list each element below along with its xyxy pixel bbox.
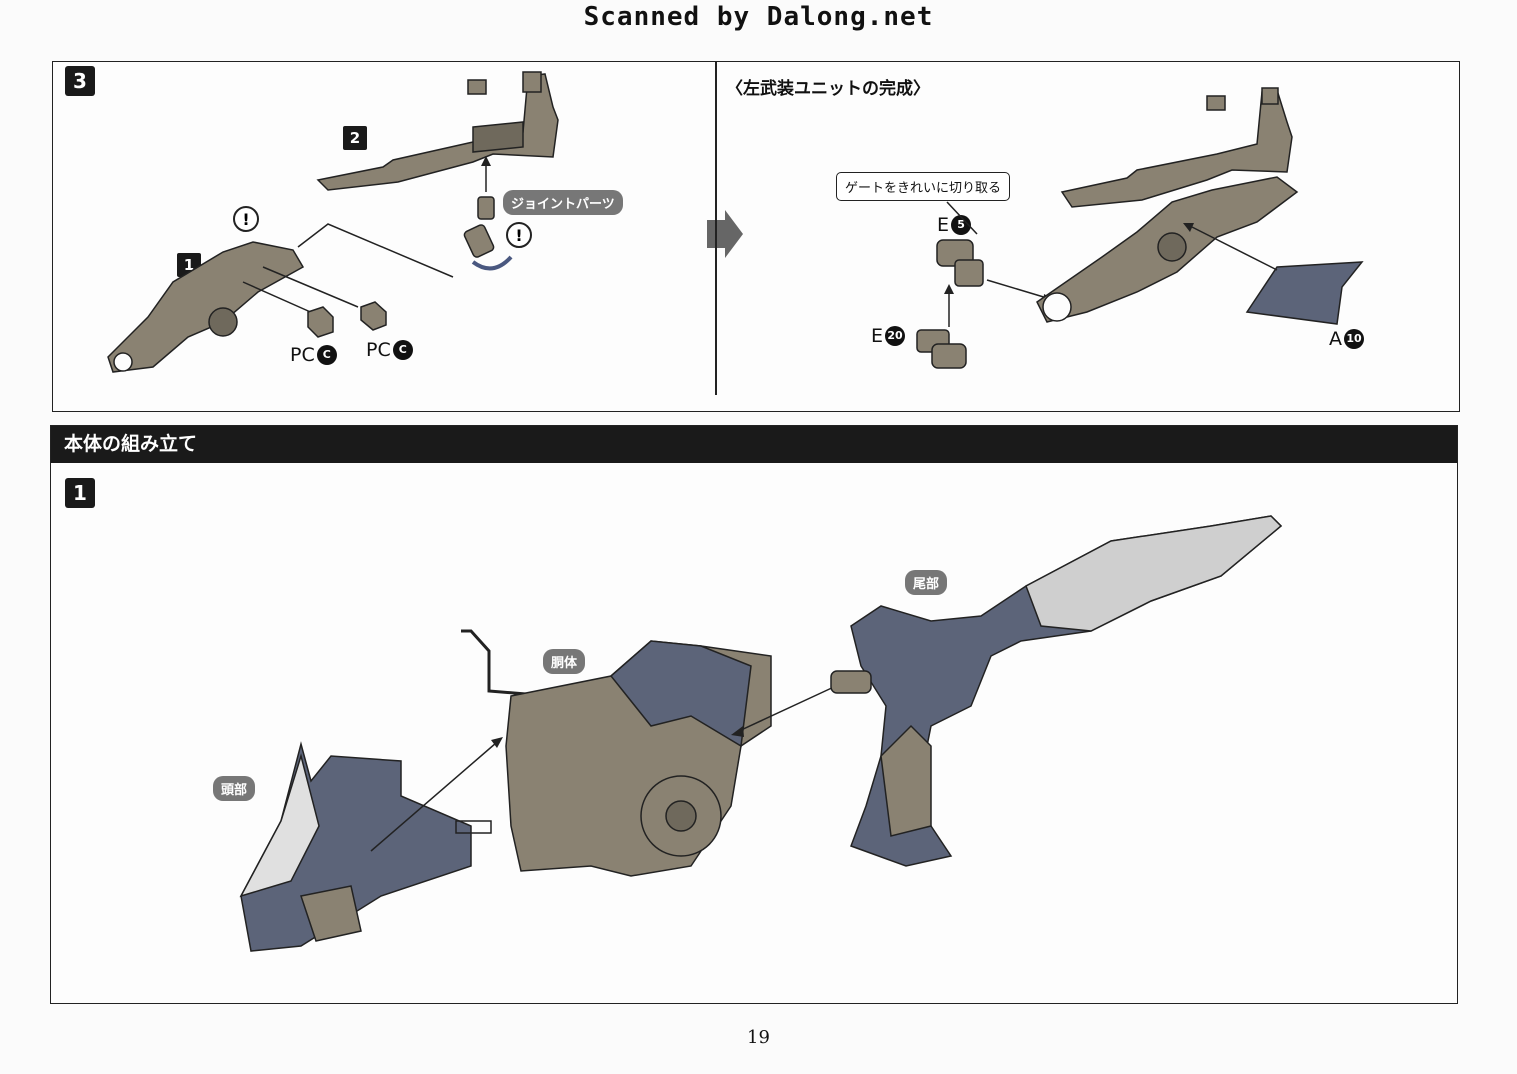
step3-parts-illustration: ! ! xyxy=(107,71,743,373)
pc-label-text-1: PC xyxy=(290,344,315,366)
body-callout: 胴体 xyxy=(543,649,586,674)
joint-parts-callout: ジョイントパーツ xyxy=(503,190,623,215)
assembled-gun xyxy=(1036,87,1299,323)
assembly-illustration xyxy=(239,515,1283,952)
pc-label-text-2: PC xyxy=(366,339,391,361)
gun-barrel-part xyxy=(316,71,559,191)
part-e20-label: E 20 xyxy=(871,325,906,347)
svg-text:!: ! xyxy=(242,210,249,229)
part-e20-badge: 20 xyxy=(885,326,906,346)
gate-note-leader xyxy=(946,201,978,235)
leader-line-part1 xyxy=(297,223,454,278)
part-a10-letter: A xyxy=(1329,328,1342,350)
part-a10-badge: 10 xyxy=(1344,329,1364,349)
pc-arrow-2 xyxy=(262,266,359,308)
pc-cap-2 xyxy=(360,301,387,331)
part-e5-badge: 5 xyxy=(951,215,972,235)
a10-arrow xyxy=(1191,226,1278,271)
joint-part xyxy=(463,196,495,258)
section-title-bar: 本体の組み立て xyxy=(51,426,1457,463)
caution-icon-2: ! xyxy=(506,222,532,248)
gate-trim-note: ゲートをきれいに切り取る xyxy=(836,172,1011,201)
assembly-step-badge: 1 xyxy=(65,478,95,508)
pc-arrow-1 xyxy=(242,281,316,315)
pc-badge-1: C xyxy=(316,345,337,365)
frame-part-1 xyxy=(107,241,305,373)
pc-part-label-2: PC C xyxy=(366,339,413,361)
pc-part-label-1: PC C xyxy=(290,344,337,366)
tail-part xyxy=(830,515,1283,867)
completion-title: 〈左武装ユニットの完成〉 xyxy=(726,79,930,99)
rotation-arrow xyxy=(471,255,513,271)
part-e5-letter: E xyxy=(937,214,950,236)
sub-part-2-badge: 2 xyxy=(343,126,367,150)
completion-illustration xyxy=(916,87,1364,369)
body-assembly-section: 本体の組み立て 1 頭部 胴体 尾部 xyxy=(50,425,1458,1004)
body-part xyxy=(461,629,772,877)
step-number-badge: 3 xyxy=(65,66,95,96)
tail-callout: 尾部 xyxy=(905,570,948,595)
head-to-body-arrow xyxy=(370,742,497,852)
caution-icon-1: ! xyxy=(233,206,259,232)
part-e5-shape xyxy=(936,239,984,287)
part-e5-label: E 5 xyxy=(937,214,972,236)
pc-cap-1 xyxy=(307,306,334,338)
svg-text:!: ! xyxy=(515,226,522,245)
part-a10-label: A 10 xyxy=(1329,328,1364,350)
scan-watermark-title: Scanned by Dalong.net xyxy=(583,2,934,32)
pc-badge-2: C xyxy=(392,340,413,360)
page-number: 19 xyxy=(747,1027,770,1048)
panel-divider xyxy=(715,62,717,395)
step3-panel: 3 1 2 ジョイントパーツ PC C PC C ! xyxy=(52,61,1460,412)
head-callout: 頭部 xyxy=(213,776,256,801)
part-e20-letter: E xyxy=(871,325,884,347)
part-a10-shape xyxy=(1245,261,1364,325)
tail-to-body-arrow xyxy=(738,685,837,732)
e5-arrow xyxy=(986,279,1048,299)
part-e20-shape xyxy=(916,329,967,369)
head-part xyxy=(239,741,492,952)
